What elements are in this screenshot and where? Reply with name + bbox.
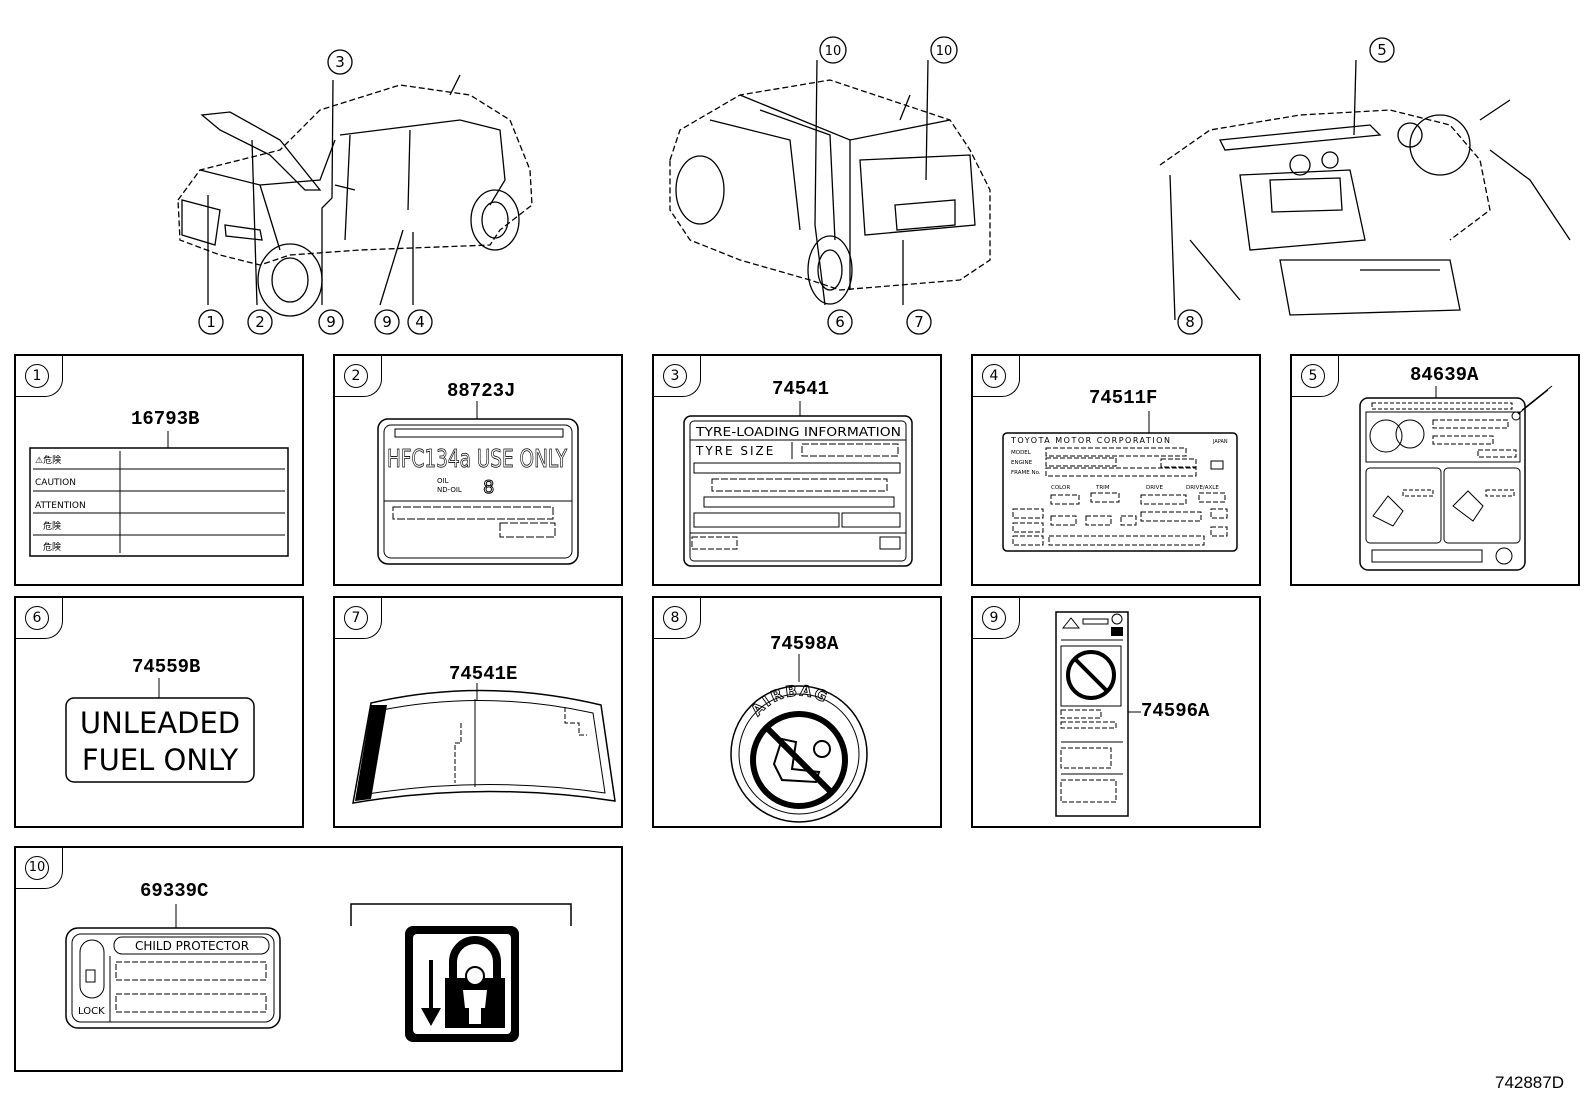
callout-6: 6 — [835, 313, 845, 331]
svg-text:FRAME No.: FRAME No. — [1011, 470, 1041, 476]
callout-1: 1 — [206, 313, 216, 331]
panel-1: 1 16793B ⚠危険 CAUTION ATTENTION 危険 危険 — [14, 354, 304, 586]
vin-title: TOYOTA MOTOR CORPORATION — [1010, 436, 1171, 445]
warning-label: ⚠危険 CAUTION ATTENTION 危険 危険 — [29, 431, 289, 557]
callout-2: 2 — [255, 313, 265, 331]
panel-4: 4 74511F TOYOTA MOTOR CORPORATION JAPAN … — [971, 354, 1261, 586]
oil-number: 8 — [483, 477, 494, 498]
child-protector-label: CHILD PROTECTOR LOCK — [65, 904, 281, 1029]
vin-country: JAPAN — [1212, 439, 1228, 445]
child-protector-title: CHILD PROTECTOR — [135, 939, 249, 953]
callout-5: 5 — [1377, 41, 1387, 59]
callout-4: 4 — [415, 313, 425, 331]
callout-3: 3 — [335, 53, 345, 71]
vehicle-rear-view — [669, 59, 991, 306]
part-number: 74598A — [770, 633, 839, 655]
panel-badge: 10 — [16, 848, 63, 889]
row-attention: ATTENTION — [35, 501, 86, 511]
svg-text:DRIVE/AXLE: DRIVE/AXLE — [1186, 485, 1219, 491]
dashboard-view — [1159, 59, 1571, 321]
top-callouts: 3 1 2 9 9 4 10 10 6 7 5 8 — [198, 36, 1395, 335]
tyre-size: TYRE SIZE — [695, 444, 775, 458]
fuel-only-text: FUEL ONLY — [82, 743, 238, 777]
panel-badge: 1 — [16, 356, 63, 397]
panel-badge: 2 — [335, 356, 382, 397]
panel-3: 3 74541 TYRE-LOADING INFORMATION TYRE SI… — [652, 354, 942, 586]
part-number: 74596A — [1141, 700, 1210, 722]
row-danger-3: 危険 — [43, 541, 61, 553]
part-number: 74511F — [1089, 387, 1158, 409]
panel-5: 5 84639A — [1290, 354, 1580, 586]
panel-8: 8 74598A AIRBAG — [652, 596, 942, 828]
unleaded-fuel-label: UNLEADED FUEL ONLY — [65, 678, 255, 783]
panel-badge: 9 — [973, 598, 1020, 639]
callout-9-door: 9 — [382, 313, 392, 331]
part-number: 74541E — [449, 663, 518, 685]
unleaded-text: UNLEADED — [80, 706, 240, 740]
svg-text:COLOR: COLOR — [1051, 485, 1070, 491]
lock-label: LOCK — [78, 1006, 105, 1017]
hfc-text: HFC134a USE ONLY — [387, 444, 568, 473]
callout-7: 7 — [914, 313, 924, 331]
oil-code: ND-OIL — [437, 486, 462, 494]
vehicle-front-view — [177, 74, 533, 317]
airbag-info-label — [1359, 385, 1553, 571]
panel-6: 6 74559B UNLEADED FUEL ONLY — [14, 596, 304, 828]
panel-9: 9 74596A — [971, 596, 1261, 828]
panel-badge: 4 — [973, 356, 1020, 397]
part-number: 88723J — [447, 380, 516, 402]
curved-caution-label — [352, 683, 616, 804]
part-number: 74541 — [772, 378, 830, 400]
part-number: 69339C — [140, 880, 209, 902]
oil-label: OIL — [437, 477, 449, 485]
tyre-loading-label: TYRE-LOADING INFORMATION TYRE SIZE — [683, 401, 913, 567]
svg-text:MODEL: MODEL — [1011, 450, 1032, 456]
tyre-title: TYRE-LOADING INFORMATION — [695, 425, 901, 439]
sun-visor-label — [1055, 611, 1141, 817]
svg-text:ENGINE: ENGINE — [1011, 460, 1033, 466]
child-lock-icon-label — [350, 903, 572, 1042]
vin-plate: TOYOTA MOTOR CORPORATION JAPAN MODEL ENG… — [1002, 411, 1238, 552]
row-caution: CAUTION — [35, 478, 76, 488]
callout-10-left: 10 — [825, 44, 842, 59]
diagram-id: 742887D — [1494, 1073, 1564, 1092]
panel-badge: 8 — [654, 598, 701, 639]
airbag-disc-label: AIRBAG — [730, 654, 868, 823]
svg-text:TRIM: TRIM — [1095, 485, 1110, 491]
svg-text:DRIVE: DRIVE — [1146, 485, 1163, 491]
panel-10: 10 69339C CHILD PROTECTOR LOCK — [14, 846, 623, 1072]
callout-10-right: 10 — [936, 44, 953, 59]
panel-2: 2 88723J HFC134a USE ONLY OIL ND-OIL 8 — [333, 354, 623, 586]
part-number: 74559B — [132, 656, 201, 678]
row-danger-2: 危険 — [43, 520, 61, 532]
callout-8: 8 — [1185, 313, 1195, 331]
callout-9-front: 9 — [326, 313, 336, 331]
part-number: 84639A — [1410, 364, 1479, 386]
panel-badge: 7 — [335, 598, 382, 639]
panel-badge: 6 — [16, 598, 63, 639]
part-number: 16793B — [131, 408, 200, 430]
panel-badge: 3 — [654, 356, 701, 397]
row-danger-1: ⚠危険 — [35, 454, 61, 466]
refrigerant-label: HFC134a USE ONLY OIL ND-OIL 8 — [377, 401, 579, 565]
panel-badge: 5 — [1292, 356, 1339, 397]
panel-7: 7 74541E — [333, 596, 623, 828]
